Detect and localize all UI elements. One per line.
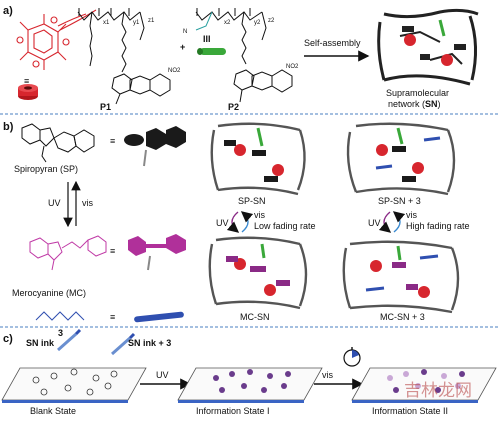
- blank-state-label: Blank State: [30, 406, 76, 416]
- network-label-line2: network (SN): [388, 99, 441, 109]
- sp-sn3-label: SP-SN + 3: [378, 196, 421, 206]
- mc-equiv-symbol: ≡: [110, 246, 115, 256]
- high-fading-uv-label: UV: [368, 218, 381, 228]
- pillararene-host: [16, 9, 97, 70]
- high-fading-vis-label: vis: [406, 210, 417, 220]
- sn-ink-label: SN ink: [26, 338, 55, 348]
- panel-c-label: c): [3, 333, 13, 345]
- polymer-p1-structure: [77, 8, 171, 105]
- sp-name: Spiropyran (SP): [14, 164, 78, 174]
- panel-b-label: b): [3, 121, 14, 133]
- sp-sn-network: [210, 122, 306, 196]
- p2-no2-label: NO2: [286, 64, 299, 70]
- blank-state-plate: [1, 367, 147, 403]
- p2-label: P2: [228, 102, 239, 112]
- mc-sn-label: MC-SN: [240, 312, 270, 322]
- p1-label: P1: [100, 102, 111, 112]
- supramolecular-network: [377, 8, 479, 86]
- panel-b: b) Spiropyran (SP) ≡ UV vis: [3, 121, 470, 338]
- uv-write-label: UV: [156, 370, 169, 380]
- host-equiv-symbol: ≡: [24, 76, 29, 86]
- sp-equiv-symbol: ≡: [110, 136, 115, 146]
- spiropyran-structure: [21, 123, 95, 163]
- sp-sn-label: SP-SN: [238, 196, 266, 206]
- p2-x2-subscript: x2: [224, 20, 231, 26]
- watermark: 吉林龙网: [404, 381, 472, 401]
- p1-no2-label: NO2: [168, 68, 181, 74]
- mc-name: Merocyanine (MC): [12, 288, 86, 298]
- mc-sn-network: [208, 236, 308, 310]
- guest-3-cartoon-icon: [134, 311, 184, 323]
- p2-z2-subscript: z2: [268, 18, 275, 24]
- guest-cylinder-icon: [197, 48, 226, 55]
- mc-sn3-label: MC-SN + 3: [380, 312, 425, 322]
- panel-a: a) ≡: [3, 5, 479, 112]
- high-fading-cycle-icon: [378, 211, 406, 233]
- guest-3-label: 3: [58, 328, 63, 338]
- sp-cartoon-icon: [124, 126, 186, 167]
- sp-mc-vis-label: vis: [82, 198, 93, 208]
- information-state-2-plate: [351, 367, 497, 403]
- p1-y1-subscript: y1: [133, 20, 140, 26]
- network-label-line1: Supramolecular: [386, 88, 449, 98]
- sn-ink-3-pen-icon: [111, 332, 136, 356]
- p2-nitrile-label: N: [183, 29, 187, 35]
- panel-c: c) SN ink SN ink + 3 Blank State UV: [1, 328, 497, 416]
- timer-icon: [343, 347, 361, 367]
- mc-sn3-network: [342, 240, 460, 314]
- p1-x1-subscript: x1: [103, 20, 110, 26]
- low-fading-cycle-icon: [226, 211, 254, 233]
- sp-mc-uv-label: UV: [48, 198, 61, 208]
- information-state-1-plate: [177, 367, 323, 403]
- p1-z1-subscript: z1: [148, 18, 155, 24]
- guest-3-equiv-symbol: ≡: [110, 312, 115, 322]
- low-fading-vis-label: vis: [254, 210, 265, 220]
- low-fading-uv-label: UV: [216, 218, 229, 228]
- low-fading-rate-label: Low fading rate: [254, 221, 316, 231]
- sp-sn3-network: [346, 122, 456, 196]
- plus-sign: +: [180, 42, 185, 52]
- sn-ink-pen-icon: [57, 328, 82, 352]
- guest-3-structure: [35, 311, 85, 321]
- high-fading-rate-label: High fading rate: [406, 221, 470, 231]
- p2-y2-subscript: y2: [254, 20, 261, 26]
- vis-fade-label: vis: [322, 370, 333, 380]
- sn-ink-3-label: SN ink + 3: [128, 338, 171, 348]
- merocyanine-structure: [29, 235, 107, 271]
- panel-a-label: a): [3, 5, 13, 17]
- mc-cartoon-icon: [128, 234, 186, 271]
- guest-iii-symbol: III: [203, 34, 211, 44]
- host-ring-icon: [18, 84, 38, 100]
- polymer-p2-structure: [195, 8, 293, 103]
- self-assembly-label: Self-assembly: [304, 38, 361, 48]
- information-state-1-label: Information State I: [196, 406, 270, 416]
- information-state-2-label: Information State II: [372, 406, 448, 416]
